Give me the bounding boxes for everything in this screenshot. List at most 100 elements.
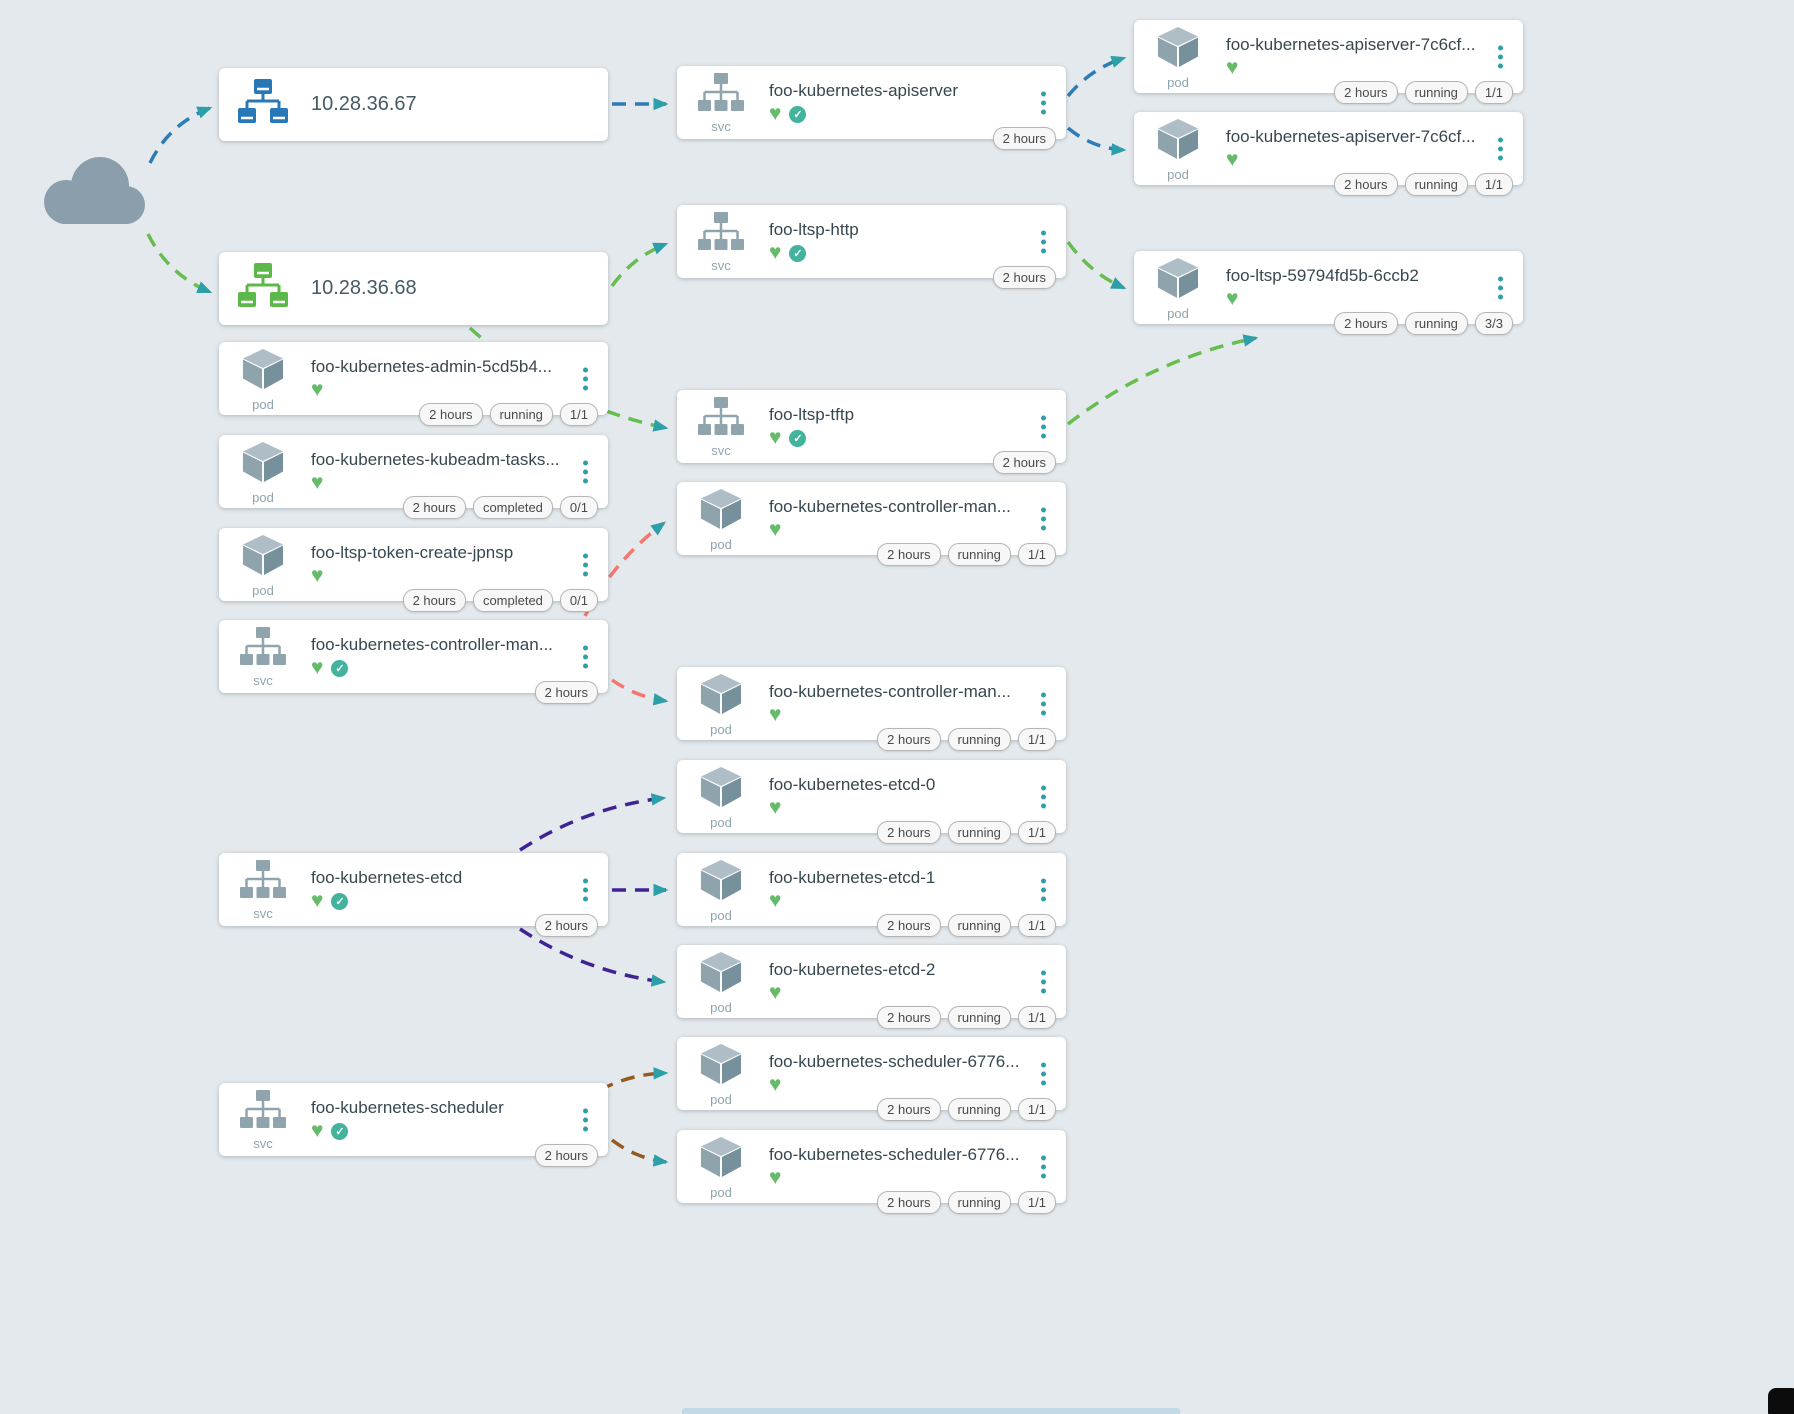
card-menu-button[interactable] bbox=[1037, 411, 1050, 442]
edge-svc-foo-kubernetes-apiserver-to-pod-foo-kubernetes-apiserver-2 bbox=[1066, 126, 1127, 156]
badge: running bbox=[947, 543, 1011, 566]
pod-foo-kubernetes-apiserver-1[interactable]: pod foo-kubernetes-apiserver-7c6cf... 2 … bbox=[1134, 20, 1523, 104]
pod-foo-kubernetes-etcd-2[interactable]: pod foo-kubernetes-etcd-2 2 hoursrunning… bbox=[677, 945, 1066, 1029]
card-menu-button[interactable] bbox=[579, 363, 592, 394]
badge: 1/1 bbox=[1017, 821, 1056, 844]
badge: 2 hours bbox=[402, 589, 466, 612]
badge: 2 hours bbox=[992, 266, 1056, 289]
pod-foo-kubernetes-apiserver-2[interactable]: pod foo-kubernetes-apiserver-7c6cf... 2 … bbox=[1134, 112, 1523, 196]
pod-foo-kubernetes-admin[interactable]: pod foo-kubernetes-admin-5cd5b4... 2 hou… bbox=[219, 342, 608, 426]
svc-foo-kubernetes-controller-man[interactable]: svc foo-kubernetes-controller-man... 2 h… bbox=[219, 620, 608, 704]
pod-foo-kubernetes-controller-man-1[interactable]: pod foo-kubernetes-controller-man... 2 h… bbox=[677, 482, 1066, 566]
badge: 2 hours bbox=[534, 1144, 598, 1167]
badge: 2 hours bbox=[1334, 81, 1398, 104]
card-menu-button[interactable] bbox=[1037, 87, 1050, 118]
card-menu-button[interactable] bbox=[1037, 1058, 1050, 1089]
health-heart-icon bbox=[769, 105, 781, 124]
edge-svc-foo-ltsp-tftp-to-pod-foo-ltsp-59794fd5b-6ccb2 bbox=[1066, 334, 1259, 426]
badge: 1/1 bbox=[1017, 1006, 1056, 1029]
card-menu-button[interactable] bbox=[579, 549, 592, 580]
badge: running bbox=[947, 914, 1011, 937]
scrollbar-thumb[interactable] bbox=[682, 1408, 1180, 1414]
badge: running bbox=[947, 1098, 1011, 1121]
cloud-icon[interactable] bbox=[38, 150, 150, 235]
resource-title: foo-kubernetes-apiserver-7c6cf... bbox=[1226, 126, 1476, 146]
card-menu-button[interactable] bbox=[579, 874, 592, 905]
card-menu-button[interactable] bbox=[1037, 1151, 1050, 1182]
card-menu-button[interactable] bbox=[1037, 503, 1050, 534]
pod-foo-kubernetes-etcd-0[interactable]: pod foo-kubernetes-etcd-0 2 hoursrunning… bbox=[677, 760, 1066, 844]
node-10-28-36-67[interactable]: 10.28.36.67 bbox=[219, 68, 608, 141]
health-heart-icon bbox=[769, 521, 781, 540]
pod-foo-ltsp-59794fd5b-6ccb2[interactable]: pod foo-ltsp-59794fd5b-6ccb2 2 hoursrunn… bbox=[1134, 251, 1523, 335]
health-heart-icon bbox=[311, 474, 323, 493]
resource-title: foo-ltsp-token-create-jpnsp bbox=[311, 542, 514, 562]
badge: 2 hours bbox=[877, 728, 941, 751]
pod-foo-kubernetes-scheduler-1[interactable]: pod foo-kubernetes-scheduler-6776... 2 h… bbox=[677, 1037, 1066, 1121]
edge-svc-foo-kubernetes-etcd-to-pod-foo-kubernetes-etcd-0 bbox=[519, 793, 667, 852]
card-badges: 2 hours bbox=[534, 1144, 598, 1167]
card-menu-button[interactable] bbox=[1037, 874, 1050, 905]
pod-foo-kubernetes-controller-man-2[interactable]: pod foo-kubernetes-controller-man... 2 h… bbox=[677, 667, 1066, 751]
cube-icon bbox=[700, 672, 742, 721]
svc-foo-kubernetes-scheduler[interactable]: svc foo-kubernetes-scheduler 2 hours bbox=[219, 1083, 608, 1167]
card-badges: 2 hours bbox=[534, 914, 598, 937]
badge: 2 hours bbox=[877, 543, 941, 566]
badge: 0/1 bbox=[559, 496, 598, 519]
badge: running bbox=[1404, 81, 1468, 104]
pod-foo-kubernetes-kubeadm-tasks[interactable]: pod foo-kubernetes-kubeadm-tasks... 2 ho… bbox=[219, 435, 608, 519]
resource-type-label: pod bbox=[710, 814, 732, 830]
pod-foo-ltsp-token-create-jpnsp[interactable]: pod foo-ltsp-token-create-jpnsp 2 hoursc… bbox=[219, 528, 608, 612]
pod-foo-kubernetes-etcd-1[interactable]: pod foo-kubernetes-etcd-1 2 hoursrunning… bbox=[677, 853, 1066, 937]
svc-foo-kubernetes-apiserver[interactable]: svc foo-kubernetes-apiserver 2 hours bbox=[677, 66, 1066, 150]
resource-title: foo-kubernetes-etcd-0 bbox=[769, 774, 936, 794]
node-10-28-36-68[interactable]: 10.28.36.68 bbox=[219, 252, 608, 325]
card-menu-button[interactable] bbox=[579, 1104, 592, 1135]
card-menu-button[interactable] bbox=[1037, 781, 1050, 812]
badge: 2 hours bbox=[534, 914, 598, 937]
health-heart-icon bbox=[769, 892, 781, 911]
corner-widget[interactable] bbox=[1768, 1388, 1794, 1414]
card-menu-button[interactable] bbox=[1037, 688, 1050, 719]
svc-foo-ltsp-http[interactable]: svc foo-ltsp-http 2 hours bbox=[677, 205, 1066, 289]
health-heart-icon bbox=[311, 381, 323, 400]
health-heart-icon bbox=[769, 1076, 781, 1095]
card-menu-button[interactable] bbox=[579, 641, 592, 672]
resource-type-label: pod bbox=[710, 1184, 732, 1200]
svc-foo-ltsp-tftp[interactable]: svc foo-ltsp-tftp 2 hours bbox=[677, 390, 1066, 474]
card-menu-button[interactable] bbox=[1494, 133, 1507, 164]
svc-foo-kubernetes-etcd[interactable]: svc foo-kubernetes-etcd 2 hours bbox=[219, 853, 608, 937]
card-menu-button[interactable] bbox=[579, 456, 592, 487]
card-menu-button[interactable] bbox=[1037, 966, 1050, 997]
resource-type-label: svc bbox=[253, 672, 273, 688]
badge: 1/1 bbox=[1017, 1098, 1056, 1121]
badge: completed bbox=[472, 589, 553, 612]
resource-type-label: pod bbox=[710, 999, 732, 1015]
status-check-icon bbox=[789, 106, 807, 123]
pod-foo-kubernetes-scheduler-2[interactable]: pod foo-kubernetes-scheduler-6776... 2 h… bbox=[677, 1130, 1066, 1214]
card-menu-button[interactable] bbox=[1037, 226, 1050, 257]
badge: 2 hours bbox=[877, 1006, 941, 1029]
health-heart-icon bbox=[311, 567, 323, 586]
resource-title: foo-kubernetes-scheduler-6776... bbox=[769, 1051, 1020, 1071]
cube-icon bbox=[700, 950, 742, 999]
badge: 2 hours bbox=[877, 914, 941, 937]
resource-title: foo-kubernetes-etcd-2 bbox=[769, 959, 936, 979]
sitemap-icon bbox=[698, 396, 744, 442]
card-menu-button[interactable] bbox=[1494, 272, 1507, 303]
edge-svc-foo-kubernetes-apiserver-to-pod-foo-kubernetes-apiserver-1 bbox=[1066, 55, 1127, 98]
card-menu-button[interactable] bbox=[1494, 41, 1507, 72]
card-badges: 2 hours bbox=[992, 127, 1056, 150]
resource-title: foo-kubernetes-apiserver bbox=[769, 80, 958, 100]
health-heart-icon bbox=[1226, 59, 1238, 78]
badge: 1/1 bbox=[1017, 728, 1056, 751]
status-check-icon bbox=[331, 893, 349, 910]
badge: 2 hours bbox=[1334, 312, 1398, 335]
